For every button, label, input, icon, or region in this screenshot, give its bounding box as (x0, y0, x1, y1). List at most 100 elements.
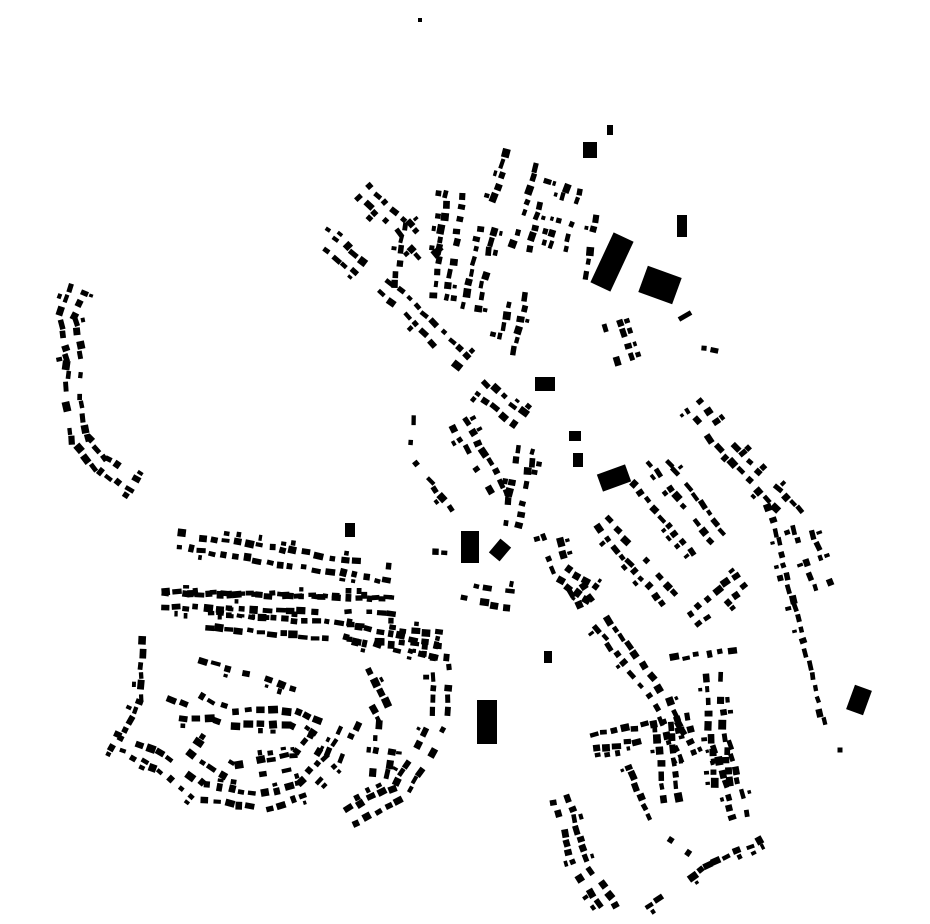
building (431, 225, 437, 232)
building (258, 728, 263, 734)
building (297, 634, 308, 640)
building (377, 288, 386, 298)
building (461, 531, 479, 563)
building (429, 706, 436, 716)
building (349, 266, 360, 277)
building (55, 305, 65, 317)
building (561, 828, 570, 839)
building (343, 550, 350, 556)
building (746, 843, 755, 851)
building (809, 672, 816, 681)
building (668, 733, 676, 742)
building (419, 726, 430, 738)
building (227, 606, 234, 612)
building (224, 626, 234, 632)
building (164, 754, 174, 764)
building (289, 753, 298, 759)
building (339, 577, 346, 582)
building (679, 412, 685, 418)
building (549, 216, 555, 222)
building (759, 843, 766, 850)
building (354, 623, 364, 631)
building (719, 576, 731, 588)
building (552, 180, 557, 187)
building (406, 294, 413, 302)
building (474, 304, 483, 313)
building (233, 537, 243, 546)
building (200, 796, 209, 804)
building (292, 747, 302, 756)
building (490, 382, 502, 395)
building (414, 766, 426, 779)
building (655, 572, 664, 581)
building (203, 603, 214, 613)
building (442, 189, 449, 199)
building (276, 688, 283, 695)
building (598, 540, 606, 548)
building (210, 660, 221, 667)
building (374, 807, 383, 816)
building (67, 427, 73, 436)
building (219, 551, 227, 559)
building (347, 248, 359, 259)
building (131, 706, 139, 715)
building (690, 491, 700, 502)
building (502, 604, 511, 612)
building (255, 591, 263, 599)
building (413, 251, 422, 261)
building (185, 748, 197, 760)
building (484, 484, 495, 496)
building (298, 792, 308, 800)
building (813, 540, 823, 552)
building (325, 568, 336, 576)
building (683, 481, 694, 493)
building (134, 740, 145, 750)
building (449, 258, 459, 266)
building (388, 617, 394, 624)
building (462, 416, 472, 427)
building (88, 293, 94, 298)
building (590, 232, 634, 292)
building (573, 196, 581, 205)
building (379, 676, 385, 683)
building (79, 289, 90, 298)
building (644, 581, 654, 591)
building (405, 218, 416, 229)
building (685, 737, 695, 747)
building (450, 359, 464, 372)
building (258, 534, 263, 542)
building (76, 340, 86, 350)
building (255, 541, 264, 548)
building (704, 685, 710, 693)
building (265, 615, 270, 621)
building (477, 700, 497, 744)
building (84, 433, 96, 444)
building (204, 714, 215, 723)
building (627, 769, 638, 782)
building (323, 618, 330, 625)
building (730, 441, 742, 453)
building (707, 734, 715, 744)
building (257, 749, 263, 756)
building (387, 640, 395, 650)
building (489, 601, 499, 610)
building (718, 413, 726, 421)
building (336, 230, 344, 238)
building (469, 414, 477, 422)
building (476, 225, 485, 233)
building (428, 245, 435, 251)
building (161, 604, 170, 611)
building (257, 613, 267, 622)
building (381, 576, 392, 584)
building (255, 755, 266, 765)
building (554, 809, 563, 818)
building (589, 904, 597, 911)
building (414, 621, 419, 627)
building (516, 315, 525, 323)
building (345, 587, 352, 594)
building (423, 674, 430, 680)
building (443, 293, 450, 302)
building (694, 880, 700, 885)
building (290, 746, 295, 751)
building (312, 551, 325, 561)
